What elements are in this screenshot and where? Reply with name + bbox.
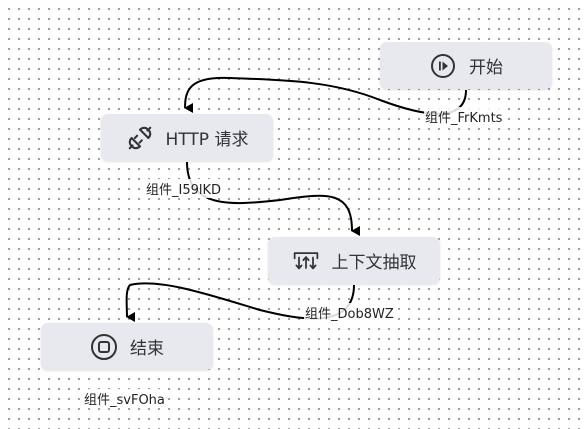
node-end-caption: 组件_svFOha — [83, 389, 166, 408]
node-http-request[interactable]: HTTP 请求 — [101, 114, 273, 161]
node-end-label: 结束 — [130, 339, 164, 359]
node-start-label: 开始 — [469, 58, 503, 78]
play-circle-icon — [429, 52, 457, 80]
node-end[interactable]: 结束 — [41, 323, 213, 370]
plug-icon — [126, 124, 154, 152]
node-http-caption: 组件_I59lKD — [145, 179, 223, 198]
node-extract-caption: 组件_Dob8WZ — [304, 303, 395, 322]
node-http-label: HTTP 请求 — [165, 130, 249, 150]
context-extract-icon — [292, 247, 320, 275]
stop-circle-icon — [90, 333, 118, 361]
node-context-extract[interactable]: 上下文抽取 — [268, 237, 440, 284]
node-start-caption: 组件_FrKmts — [424, 107, 504, 126]
node-start[interactable]: 开始 — [380, 42, 552, 89]
node-extract-label: 上下文抽取 — [331, 253, 417, 273]
